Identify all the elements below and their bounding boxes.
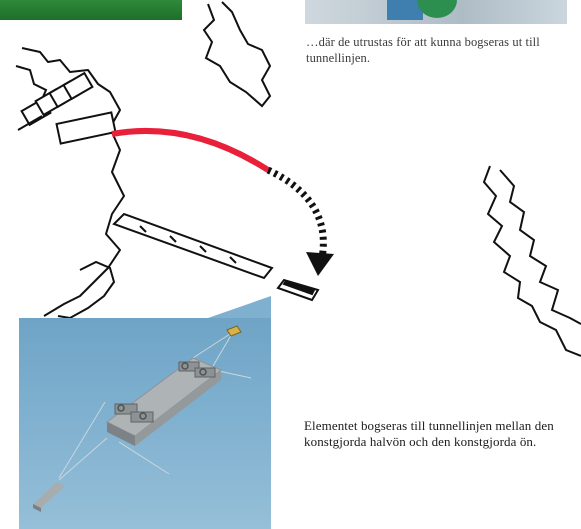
route-arrowhead: [306, 252, 334, 276]
island-top: [204, 2, 270, 106]
tunnel-element-casting: [114, 214, 272, 278]
route-red-arc: [112, 131, 268, 170]
photo-pointer: [208, 296, 271, 318]
coastline-right-2: [500, 170, 581, 324]
dock-buildings: [18, 73, 115, 144]
coastline-right: [484, 166, 581, 356]
towing-render-drawing: [19, 318, 271, 529]
route-dashed-arc: [268, 170, 323, 258]
barge-top: [33, 482, 65, 508]
tunnel-element-afloat: [278, 280, 318, 300]
towing-render-photo: [19, 318, 271, 529]
caption-bottom: Elementet bogseras till tunnellinjen mel…: [304, 418, 574, 450]
